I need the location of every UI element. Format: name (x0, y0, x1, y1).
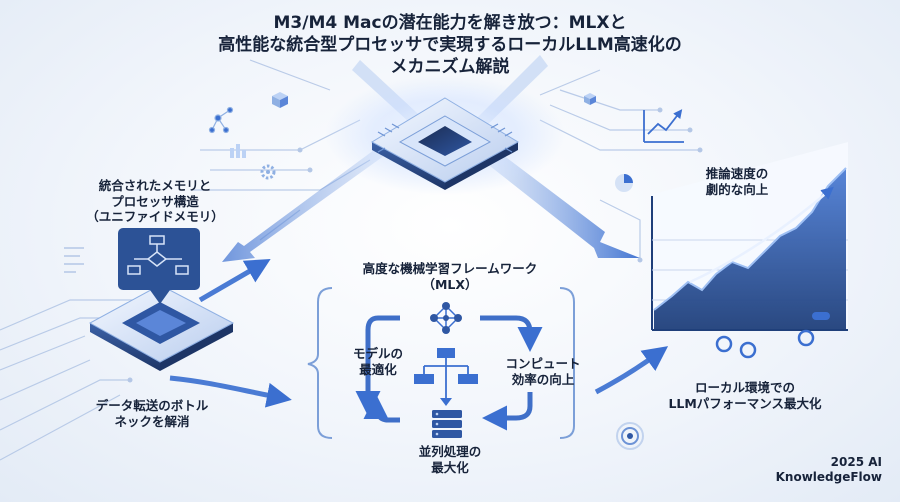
label-bottleneck: データ転送のボトル ネックを解消 (72, 398, 232, 429)
label-line: ローカル環境での (694, 380, 795, 395)
circuit-traces (0, 59, 700, 461)
label-line: （ユニファイドメモリ） (86, 209, 224, 225)
trend-chart-icon (650, 142, 848, 331)
label-line: LLMパフォーマンス最大化 (668, 395, 822, 411)
neural-network-icon (430, 302, 462, 334)
mlx-cycle-diagram (307, 287, 575, 439)
label-line: 最適化 (359, 361, 397, 377)
unified-memory-chip-icon (88, 284, 235, 371)
label-line: 劇的な向上 (705, 181, 769, 197)
label-line: 並列処理の (418, 444, 482, 459)
credit-line: KnowledgeFlow (775, 470, 882, 484)
label-line: 効率の向上 (511, 371, 575, 387)
label-line: 推論速度の (705, 166, 769, 181)
toggle-indicators (715, 312, 830, 359)
hierarchy-icon (414, 348, 478, 406)
transfer-arrow (169, 375, 292, 408)
label-line: プロセッサ構造 (111, 193, 199, 209)
label-line: コンピュート (505, 356, 581, 371)
server-stack-icon (432, 410, 462, 438)
credit-line: 2025 AI (830, 455, 882, 469)
label-line: モデルの (352, 346, 403, 361)
bar-icon (230, 144, 246, 158)
cube-icon (272, 92, 596, 108)
label-mlx-framework: 高度な機械学習フレームワーク （MLX） (330, 261, 570, 292)
title-line-2: 高性能な統合型プロセッサで実現するローカルLLM高速化の (218, 35, 682, 56)
flowchart-icon (118, 228, 200, 304)
memory-output-arrow (198, 258, 271, 303)
document-icon (64, 247, 84, 273)
label-local-performance: ローカル環境での LLMパフォーマンス最大化 (640, 380, 850, 411)
processor-chip-icon (370, 97, 520, 190)
page-title: M3/M4 Macの潜在能力を解き放つ：MLXと 高性能な統合型プロセッサで実現… (150, 12, 750, 78)
credit-text: 2025 AI KnowledgeFlow (772, 455, 882, 485)
label-unified-memory: 統合されたメモリと プロセッサ構造 （ユニファイドメモリ） (60, 178, 250, 225)
pie-chart-icon (615, 174, 633, 192)
gear-icon (260, 164, 276, 180)
label-model-optimization: モデルの 最適化 (338, 346, 418, 377)
target-icon (616, 422, 644, 450)
label-line: 最大化 (431, 459, 469, 475)
molecule-icon (208, 106, 234, 134)
label-compute-efficiency: コンピュート 効率の向上 (488, 356, 598, 387)
output-arrow (594, 346, 669, 395)
label-line: ネックを解消 (114, 413, 190, 429)
label-inference-speed: 推論速度の 劇的な向上 (672, 166, 802, 197)
label-parallel-processing: 並列処理の 最大化 (400, 444, 500, 475)
title-line-1: M3/M4 Macの潜在能力を解き放つ：MLXと (273, 13, 627, 33)
line-chart-mini-icon (643, 109, 684, 143)
label-line: （MLX） (422, 276, 478, 292)
label-line: 統合されたメモリと (98, 178, 212, 193)
label-line: データ転送のボトル (95, 398, 209, 413)
label-line: 高度な機械学習フレームワーク (362, 261, 538, 276)
title-line-3: メカニズム解説 (390, 57, 510, 78)
